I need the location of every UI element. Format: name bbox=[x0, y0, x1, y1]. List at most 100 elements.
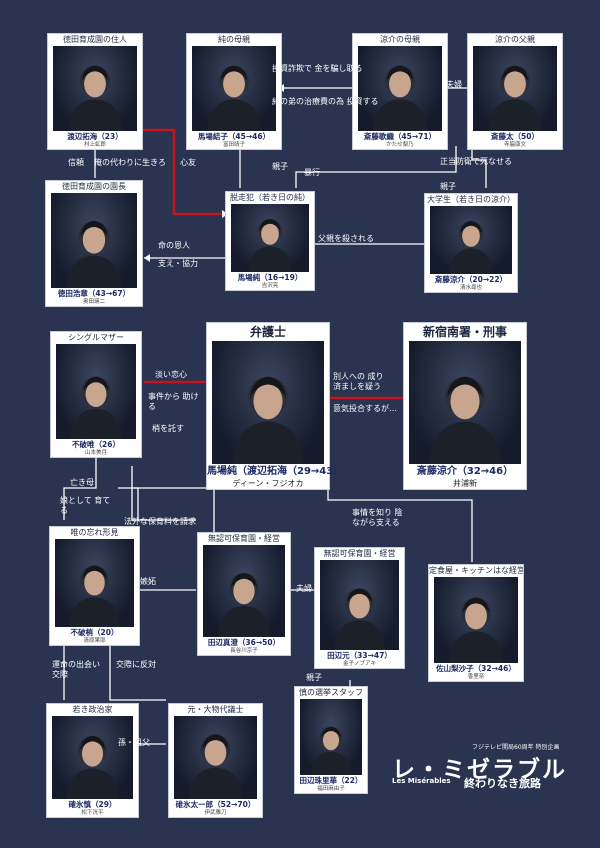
relation-label: 父親を殺される bbox=[318, 234, 374, 243]
actor-name: 清水尋也 bbox=[459, 285, 482, 291]
character-photo bbox=[51, 193, 137, 288]
actor-name: かたせ梨乃 bbox=[386, 142, 414, 148]
actor-name: ディーン・フジオカ bbox=[232, 479, 304, 488]
character-role: 脱走犯（若き日の純） bbox=[230, 193, 310, 202]
relation-label: 親子 bbox=[440, 182, 456, 191]
character-card-jun-young: 脱走犯（若き日の純） 馬場純（16→19）吉沢亮 bbox=[225, 191, 315, 291]
character-name: 不破梢（20） bbox=[70, 628, 119, 637]
character-role: 慎の選挙スタッフ bbox=[299, 688, 363, 697]
character-name: 不破唯（26） bbox=[72, 440, 120, 449]
character-photo bbox=[52, 716, 133, 799]
logo-subtitle: フジテレビ開局60周年 特別企画 bbox=[472, 744, 560, 751]
character-name: 佐山梨沙子（32→46） bbox=[436, 664, 516, 673]
character-card-shin: 若き政治家確氷慎（29）松下洸平 bbox=[46, 703, 139, 818]
character-role: 元・大物代議士 bbox=[187, 705, 244, 714]
character-name: 徳田浩章（43→67） bbox=[57, 289, 131, 298]
relation-label: 淡い恋心 bbox=[155, 370, 187, 379]
actor-name: 村上虹郎 bbox=[83, 142, 106, 148]
line-risako-lawyer bbox=[327, 486, 473, 562]
actor-name: 奥田瑛二 bbox=[82, 299, 105, 305]
relation-label: 支え・協力 bbox=[158, 259, 198, 268]
character-photo bbox=[300, 699, 362, 775]
relation-label: 俺の代わりに生きろ bbox=[94, 158, 166, 167]
actor-name: 伊武雅刀 bbox=[204, 810, 227, 816]
relation-label: 正当防衛で死なせる bbox=[440, 157, 512, 166]
relation-label: 運命の出会い 交際 bbox=[52, 660, 100, 679]
character-photo bbox=[55, 539, 134, 627]
character-photo bbox=[430, 206, 512, 274]
character-photo bbox=[56, 344, 136, 439]
relation-label: 夫婦 bbox=[446, 80, 462, 89]
drama-logo: フジテレビ開局60周年 特別企画 レ・ミゼラブル Les Misérables … bbox=[392, 742, 592, 792]
character-card-risako: 定食屋・キッチンはな経営佐山梨沙子（32→46）香里奈 bbox=[428, 564, 524, 682]
character-role: 大学生（若き日の涼介） bbox=[427, 195, 515, 204]
actor-name: 山本美月 bbox=[84, 450, 107, 456]
character-name: 確氷慎（29） bbox=[68, 800, 117, 809]
character-card-gen: 無認可保育園・経営田辺元（33→47）金子ノブアキ bbox=[314, 547, 405, 669]
character-role: 弁護士 bbox=[249, 325, 286, 339]
character-name: 斎藤涼介（20→22） bbox=[434, 275, 508, 284]
relation-label: 事件から 助ける bbox=[148, 392, 199, 411]
character-card-jun-lawyer: 弁護士馬場純（渡辺拓海（29→43）ディーン・フジオカ bbox=[206, 322, 343, 490]
character-card-takumi: 徳田育成園の住人渡辺拓海（23）村上虹郎 bbox=[47, 33, 143, 150]
line-futoshi-jun bbox=[295, 146, 457, 188]
relation-label: 意気投合するが… bbox=[333, 404, 397, 413]
logo-title-ja: 終わりなき旅路 bbox=[464, 777, 541, 790]
character-card-yui: シングルマザー不破唯（26）山本美月 bbox=[50, 331, 142, 458]
relation-label: 夫婦 bbox=[296, 584, 312, 593]
character-role: 定食屋・キッチンはな経営 bbox=[429, 566, 523, 575]
relation-label: 暴行 bbox=[304, 168, 320, 177]
character-name: 田辺真澄（36→50） bbox=[207, 638, 281, 647]
relation-label: 法外な保育料を請求 bbox=[124, 517, 196, 526]
character-role: 徳田育成園の住人 bbox=[63, 35, 127, 44]
relation-label: 事情を知り 陰ながら支える bbox=[352, 508, 403, 527]
relation-label: 投資詐欺で 金を騙し取る bbox=[272, 64, 363, 73]
logo-title-en: Les Misérables bbox=[392, 777, 451, 785]
character-name: 碓氷太一郎（52→70） bbox=[175, 800, 256, 809]
character-card-yuiko: 純の母親馬場結子（45→46）富田靖子 bbox=[186, 33, 282, 150]
character-card-kozue: 唯の忘れ形見不破梢（20）清原果耶 bbox=[49, 526, 140, 646]
character-photo bbox=[192, 46, 276, 131]
relation-label: 純の弟の治療費の為 投資する bbox=[272, 97, 379, 106]
relation-label: 孫・祖父 bbox=[118, 738, 150, 747]
character-role: 唯の忘れ形見 bbox=[70, 528, 119, 537]
relation-label: 命の恩人 bbox=[158, 241, 190, 250]
actor-name: 長谷川京子 bbox=[230, 648, 258, 654]
character-name: 田辺珠里華（22） bbox=[299, 776, 363, 785]
character-card-futoshi: 涼介の父親斎藤太（50）寺脇康文 bbox=[467, 33, 563, 150]
arrow-head-2 bbox=[144, 254, 150, 262]
actor-name: 寺脇康文 bbox=[503, 142, 526, 148]
character-photo bbox=[53, 46, 137, 131]
character-card-ryosuke-young: 大学生（若き日の涼介） 斎藤涼介（20→22）清水尋也 bbox=[424, 193, 518, 293]
line-yui-kozue-raise bbox=[118, 487, 139, 520]
actor-name: 吉沢亮 bbox=[261, 283, 279, 289]
character-photo bbox=[473, 46, 557, 131]
character-card-jurika: 慎の選挙スタッフ田辺珠里華（22）福田麻由子 bbox=[294, 686, 368, 794]
character-role: 新宿南署・刑事 bbox=[422, 325, 507, 339]
actor-name: 井浦新 bbox=[453, 479, 477, 488]
relation-label: 嫉妬 bbox=[140, 577, 156, 586]
relation-label: 娘として 育てる bbox=[60, 496, 111, 515]
relation-label: 親子 bbox=[306, 673, 322, 682]
actor-name: 金子ノブアキ bbox=[342, 661, 376, 667]
relation-label: 信頼 bbox=[68, 158, 84, 167]
character-name: 馬場純（16→19） bbox=[237, 273, 303, 282]
character-role: 純の母親 bbox=[218, 35, 250, 44]
character-card-masumi: 無認可保育園・経営田辺真澄（36→50）長谷川京子 bbox=[197, 532, 291, 656]
actor-name: 松下洸平 bbox=[81, 810, 104, 816]
character-name: 渡辺拓海（23） bbox=[67, 132, 123, 141]
relation-label: 交際に反対 bbox=[116, 660, 156, 669]
character-photo bbox=[174, 716, 257, 799]
actor-name: 香里奈 bbox=[467, 674, 485, 680]
character-name: 田辺元（33→47） bbox=[327, 651, 392, 660]
relation-label: 心友 bbox=[180, 158, 196, 167]
relation-label: 亡き母 bbox=[70, 478, 94, 487]
relation-label: 別人への 成り済ましを疑う bbox=[333, 372, 384, 391]
character-photo bbox=[320, 560, 399, 650]
character-role: 涼介の父親 bbox=[495, 35, 535, 44]
line-takumi-jun-red bbox=[138, 128, 228, 216]
line-ryosuke-son bbox=[471, 146, 487, 188]
line-yui-kozue bbox=[63, 458, 97, 520]
